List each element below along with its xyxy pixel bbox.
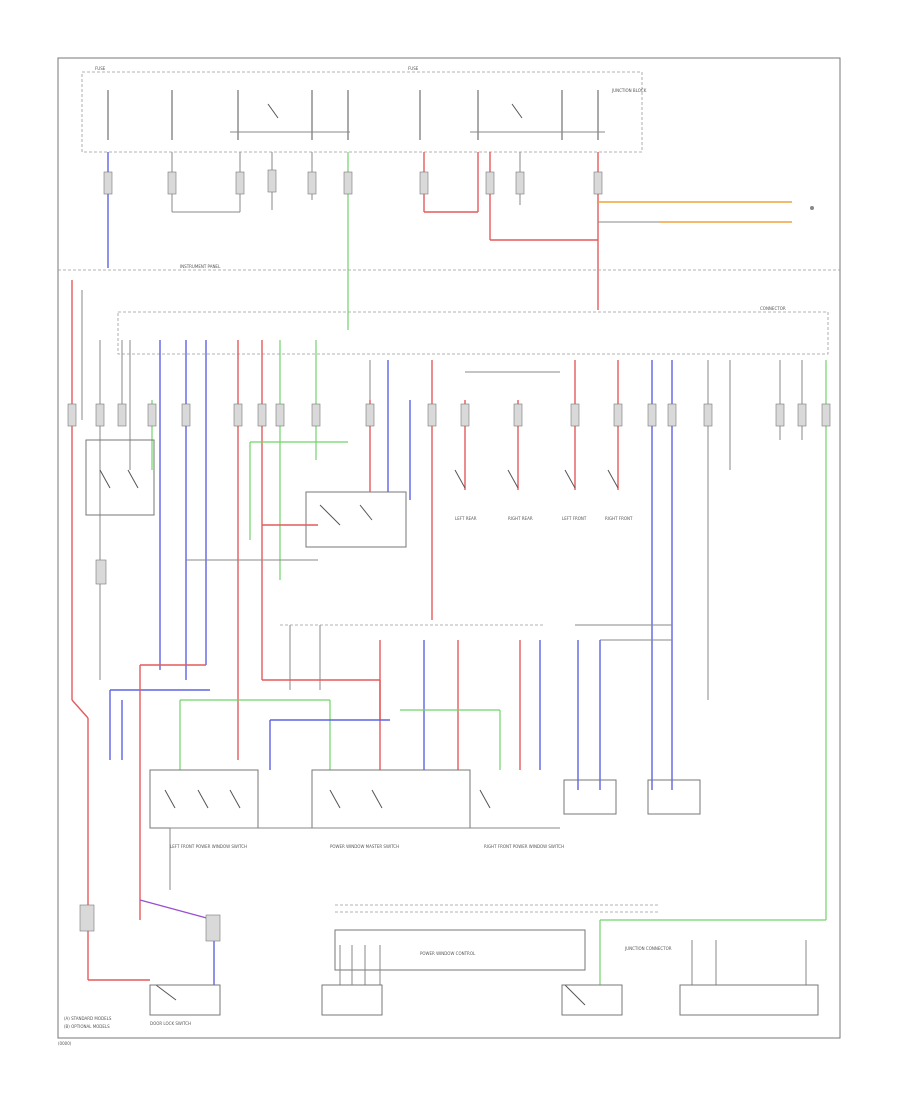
- middle-relay: [186, 441, 407, 561]
- left-relay: [85, 439, 155, 585]
- svg-text:(B) OPTIONAL MODELS: (B) OPTIONAL MODELS: [64, 1024, 110, 1029]
- bottom-modules: LEFT FRONT POWER WINDOW SWITCH POWER WIN…: [149, 769, 701, 849]
- top-connectors: [103, 171, 603, 195]
- footer-label: (0000): [58, 1041, 72, 1046]
- svg-text:POWER WINDOW CONTROL: POWER WINDOW CONTROL: [420, 951, 476, 956]
- row-2-wires: [289, 625, 601, 790]
- svg-text:LEFT REAR: LEFT REAR: [455, 516, 477, 521]
- switch-modules: LEFT REAR RIGHT REAR LEFT FRONT RIGHT FR…: [454, 360, 633, 521]
- bottom-left-sensors: DOOR LOCK SWITCH: [79, 904, 221, 1026]
- connector-row-1: [67, 403, 831, 427]
- top-junction-block: [81, 71, 643, 153]
- bottom-centre-block: POWER WINDOW CONTROL: [321, 929, 623, 1016]
- svg-text:DOOR LOCK SWITCH: DOOR LOCK SWITCH: [150, 1021, 191, 1026]
- svg-text:LEFT FRONT: LEFT FRONT: [562, 516, 587, 521]
- crossover-wires: [109, 664, 501, 985]
- label-right-bus: CONNECTOR: [760, 306, 786, 311]
- centre-wires: [369, 360, 433, 620]
- legend: (A) STANDARD MODELS (B) OPTIONAL MODELS: [64, 1016, 112, 1029]
- diagram-frame: [57, 57, 841, 1039]
- label-bus: INSTRUMENT PANEL: [180, 264, 221, 269]
- vertical-wires: [121, 340, 317, 760]
- svg-text:POWER WINDOW MASTER SWITCH: POWER WINDOW MASTER SWITCH: [330, 844, 399, 849]
- top-fuses: [107, 90, 605, 140]
- svg-text:RIGHT FRONT POWER WINDOW SWITC: RIGHT FRONT POWER WINDOW SWITCH: [484, 844, 564, 849]
- svg-text:JUNCTION CONNECTOR: JUNCTION CONNECTOR: [624, 946, 672, 951]
- lower-junction-block: [117, 311, 829, 355]
- label-junction-block: JUNCTION BLOCK: [611, 88, 647, 93]
- svg-text:(A) STANDARD MODELS: (A) STANDARD MODELS: [64, 1016, 112, 1021]
- svg-text:RIGHT REAR: RIGHT REAR: [508, 516, 533, 521]
- svg-text:LEFT FRONT POWER WINDOW SWITCH: LEFT FRONT POWER WINDOW SWITCH: [170, 844, 247, 849]
- bottom-right-block: JUNCTION CONNECTOR: [624, 940, 819, 1016]
- svg-text:RIGHT FRONT: RIGHT FRONT: [605, 516, 633, 521]
- right-wires: [599, 360, 827, 985]
- label-right-fuse: FUSE: [408, 66, 419, 71]
- label-left-fuse: FUSE: [95, 66, 106, 71]
